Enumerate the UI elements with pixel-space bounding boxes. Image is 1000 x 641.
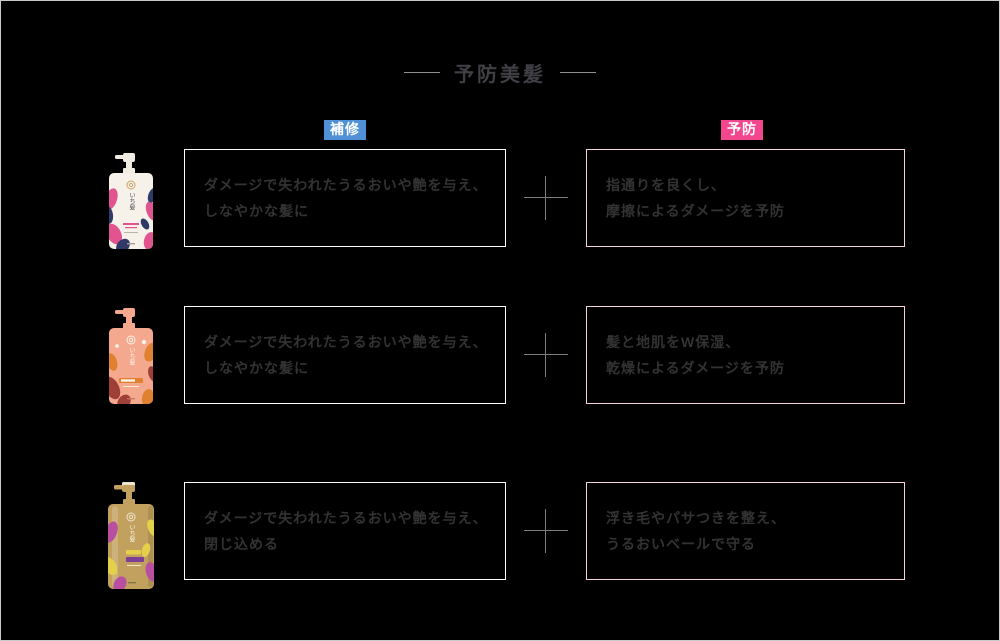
title-right-dash <box>560 72 596 73</box>
bottle-pump <box>115 153 135 174</box>
prevention-description-box: 指通りを良くし、摩擦によるダメージを予防 <box>586 149 905 247</box>
bottle-emblem <box>126 335 136 345</box>
plus-icon <box>524 509 568 553</box>
plus-icon <box>524 333 568 377</box>
prevention-text-line-1: 浮き毛やパサつきを整え、 <box>606 510 786 526</box>
repair-description-box: ダメージで失われたうるおいや艶を与え、閉じ込める <box>184 482 506 580</box>
repair-description-text: ダメージで失われたうるおいや艶を与え、閉じ込める <box>204 505 495 557</box>
prevention-description-box: 髪と地肌をW保湿、乾燥によるダメージを予防 <box>586 306 905 404</box>
repair-text-line-2: しなやかな髪に <box>204 360 309 376</box>
prevention-description-box: 浮き毛やパサつきを整え、うるおいベールで守る <box>586 482 905 580</box>
repair-text-line-2: 閉じ込める <box>204 536 279 552</box>
bottle-brand-label: いち髪 <box>128 347 135 366</box>
repair-text-line-1: ダメージで失われたうるおいや艶を与え、 <box>204 334 488 350</box>
prevention-description-text: 指通りを良くし、摩擦によるダメージを予防 <box>606 172 894 224</box>
section-title-row: 予防美髪 <box>1 58 999 87</box>
bottle-brand-label: いち髪 <box>128 192 135 211</box>
repair-description-box: ダメージで失われたうるおいや艶を与え、しなやかな髪に <box>184 306 506 404</box>
bottle-emblem <box>126 512 136 522</box>
repair-text-line-1: ダメージで失われたうるおいや艶を与え、 <box>204 510 488 526</box>
bottle-label <box>126 550 144 584</box>
product-row-2: ダメージで失われたうるおいや艶を与え、しなやかな髪に 髪と地肌をW保湿、乾燥によ… <box>1 306 999 404</box>
repair-text-line-1: ダメージで失われたうるおいや艶を与え、 <box>204 177 488 193</box>
product-row-1: ダメージで失われたうるおいや艶を与え、しなやかな髪に 指通りを良くし、摩擦による… <box>1 149 999 247</box>
product-bottle-image-gold-floral: いち髪 <box>108 482 154 589</box>
bottle-label <box>119 378 143 400</box>
repair-description-box: ダメージで失われたうるおいや艶を与え、しなやかな髪に <box>184 149 506 247</box>
product-row-3: ダメージで失われたうるおいや艶を与え、閉じ込める 浮き毛やパサつきを整え、うるお… <box>1 482 999 580</box>
title-left-dash <box>404 72 440 73</box>
prevention-description-text: 髪と地肌をW保湿、乾燥によるダメージを予防 <box>606 329 894 381</box>
bottle-body <box>109 173 153 249</box>
prevention-text-line-2: 乾燥によるダメージを予防 <box>606 360 785 376</box>
bottle-floral-pattern <box>109 187 153 249</box>
bottle-pump <box>114 482 135 505</box>
bottle-pump <box>115 308 135 329</box>
bottle-body <box>108 504 154 589</box>
prevention-text-line-1: 指通りを良くし、 <box>606 177 726 193</box>
prevention-text-line-1: 髪と地肌をW保湿、 <box>606 334 741 350</box>
bottle-emblem <box>126 180 136 190</box>
bottle-floral-pattern <box>109 339 153 404</box>
repair-text-line-2: しなやかな髪に <box>204 203 309 219</box>
product-bottle-image-white-floral: いち髪 <box>109 153 153 249</box>
prevention-text-line-2: うるおいベールで守る <box>606 536 756 552</box>
bottle-label <box>123 223 139 245</box>
bottle-body <box>109 328 153 404</box>
plus-icon <box>524 176 568 220</box>
bottle-brand-label: いち髪 <box>128 524 135 543</box>
bottle-floral-pattern <box>108 506 154 589</box>
prevention-text-line-2: 摩擦によるダメージを予防 <box>606 203 785 219</box>
repair-column-badge: 補修 <box>324 120 366 140</box>
page-title: 予防美髪 <box>454 64 546 86</box>
product-bottle-image-coral-floral: いち髪 <box>109 308 153 404</box>
prevention-description-text: 浮き毛やパサつきを整え、うるおいベールで守る <box>606 505 894 557</box>
prevention-column-badge: 予防 <box>721 120 763 140</box>
repair-description-text: ダメージで失われたうるおいや艶を与え、しなやかな髪に <box>204 329 495 381</box>
repair-description-text: ダメージで失われたうるおいや艶を与え、しなやかな髪に <box>204 172 495 224</box>
